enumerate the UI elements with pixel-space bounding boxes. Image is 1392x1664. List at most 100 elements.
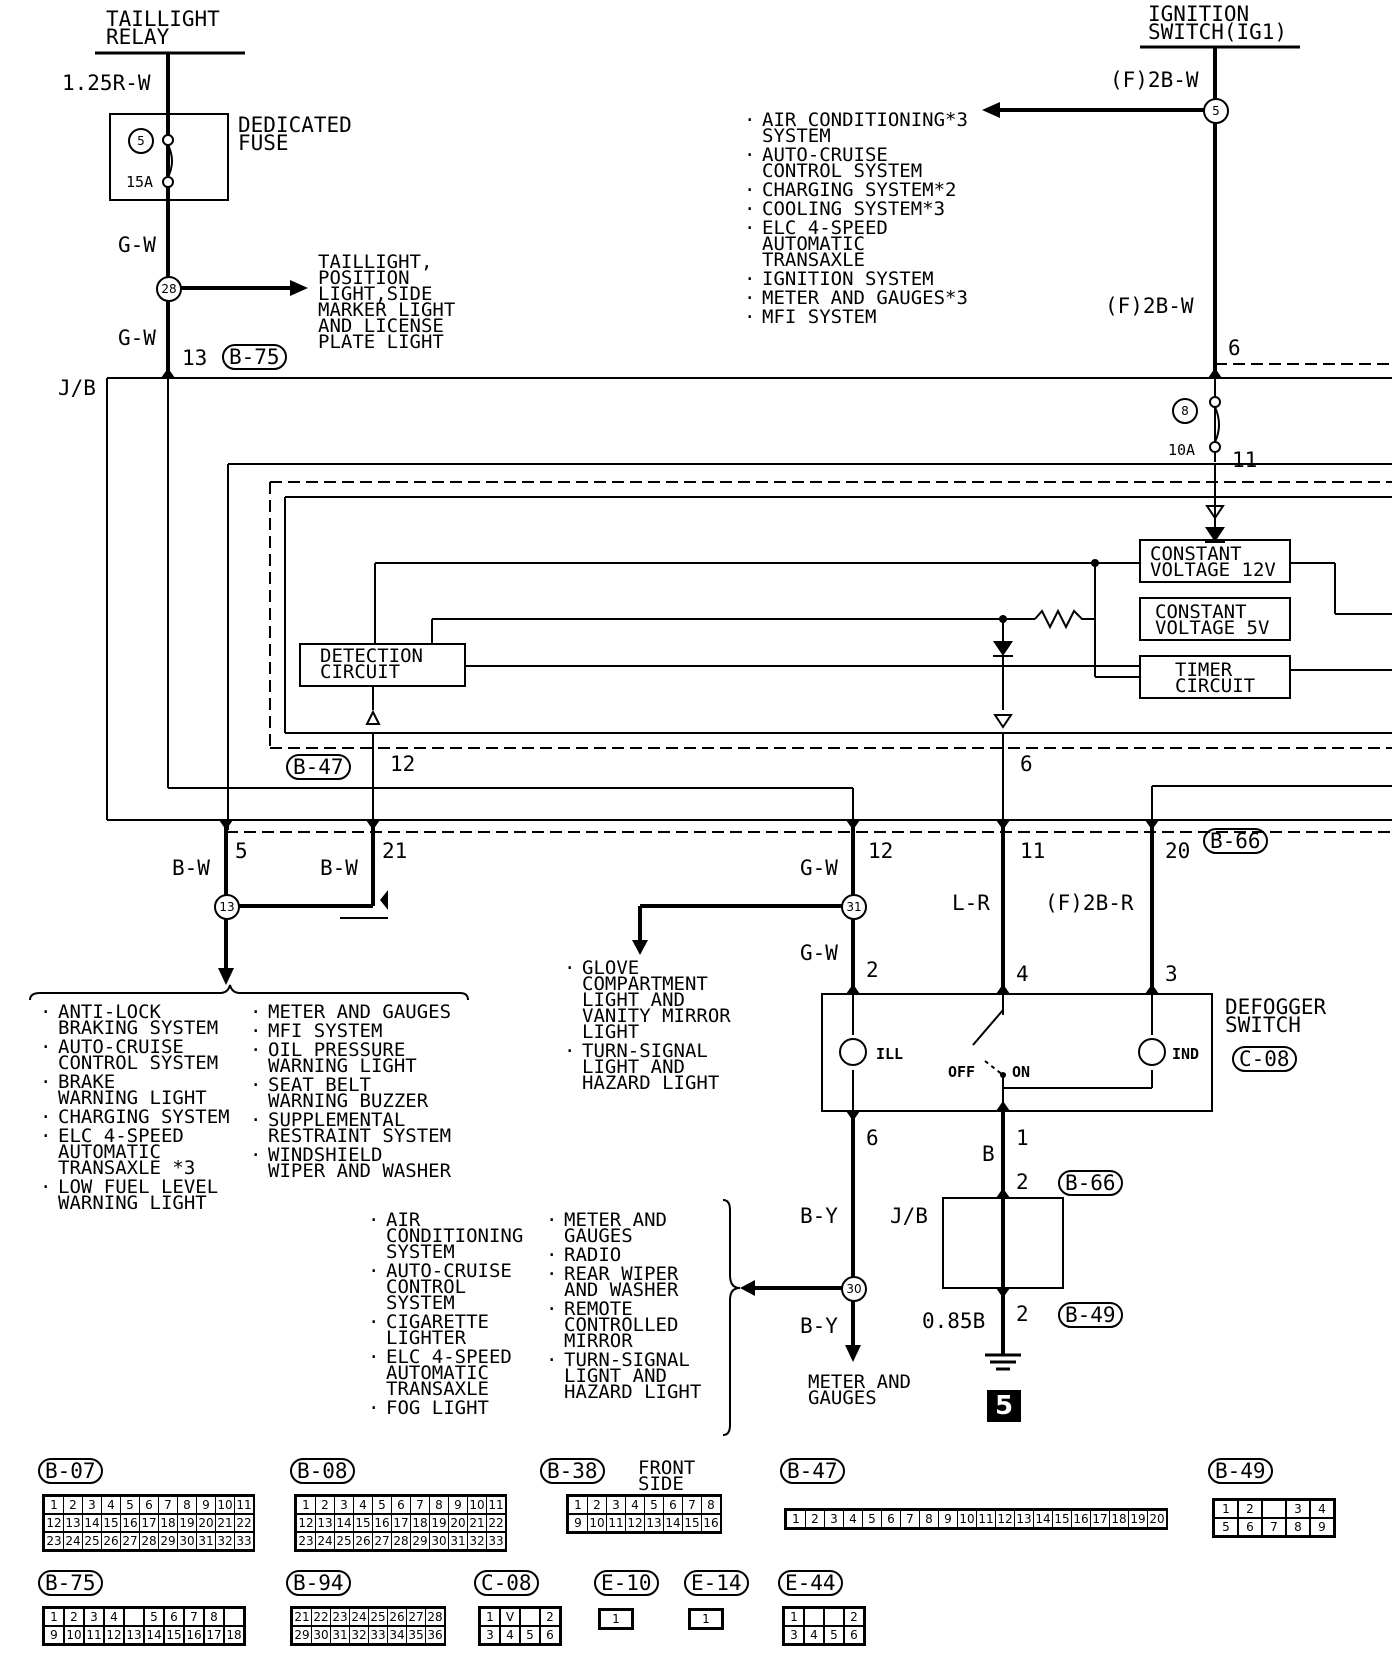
pin-13: 13 [182, 346, 208, 370]
wire-f2bw-b: (F)2B-W [1105, 294, 1194, 318]
by-src-item: FOG LIGHT [366, 1399, 523, 1418]
ig1-dest-item: ELC 4-SPEED AUTOMATIC TRANSAXLE [742, 219, 968, 270]
gw-dest-item: TURN-SIGNAL LIGHT AND HAZARD LIGHT [562, 1042, 731, 1093]
splice-30: 30 [841, 1276, 867, 1302]
splice-28: 28 [156, 276, 182, 302]
wire-bw-b: B-W [320, 856, 358, 880]
wire-b: B [982, 1142, 995, 1166]
pin-6-switch: 6 [866, 1126, 879, 1150]
taillight-destination: TAILLIGHT, POSITION LIGHT,SIDE MARKER LI… [318, 251, 456, 353]
fuse-8-amp: 10A [1168, 441, 1196, 459]
pin-2-b49: 2 [1016, 1302, 1029, 1326]
pin-20: 20 [1165, 839, 1191, 863]
pin-11: 11 [1020, 839, 1046, 863]
by-src-item: METER AND GAUGES [544, 1211, 701, 1246]
bw-dest-item: OIL PRESSURE WARNING LIGHT [248, 1041, 451, 1076]
ignition-switch-label: IGNITION SWITCH(IG1) [1148, 2, 1288, 44]
pin-12: 12 [868, 839, 894, 863]
connector-b47-ref: B-47 [286, 754, 351, 780]
by-src-item: CIGARETTE LIGHTER [366, 1313, 523, 1348]
gw-destination-list: GLOVE COMPARTMENT LIGHT AND VANITY MIRRO… [562, 959, 731, 1094]
bw-dest-item: ANTI-LOCK BRAKING SYSTEM [38, 1003, 230, 1038]
ind-label: IND [1172, 1045, 1200, 1063]
ig1-dest-item: CHARGING SYSTEM*2 [742, 181, 968, 200]
ig1-dest-item: IGNITION SYSTEM [742, 270, 968, 289]
wire-bw-a: B-W [172, 856, 210, 880]
ig1-destination-list: AIR CONDITIONING*3 SYSTEM AUTO-CRUISE CO… [742, 111, 968, 328]
ig1-dest-item: COOLING SYSTEM*3 [742, 200, 968, 219]
bw-dest-item: CHARGING SYSTEM [38, 1108, 230, 1127]
connector-b08-label: B-08 [290, 1458, 355, 1484]
bw-dest-item: WINDSHIELD WIPER AND WASHER [248, 1146, 451, 1181]
pin-6-top: 6 [1228, 336, 1241, 360]
by-source-list-1: AIR CONDITIONING SYSTEM AUTO-CRUISE CONT… [366, 1211, 523, 1419]
bw-dest-item: METER AND GAUGES [248, 1003, 451, 1022]
jb-label-b: J/B [890, 1204, 928, 1228]
ill-label: ILL [876, 1045, 904, 1063]
dedicated-fuse-label: DEDICATED FUSE [238, 113, 352, 155]
ig1-dest-item: AIR CONDITIONING*3 SYSTEM [742, 111, 968, 146]
splice-31: 31 [841, 894, 867, 920]
pin-2-switch: 2 [866, 958, 879, 982]
wire-gw-b: G-W [118, 326, 156, 350]
constant-voltage-5v: CONSTANT VOLTAGE 5V [1155, 601, 1270, 639]
defogger-switch-label: DEFOGGER SWITCH [1225, 995, 1327, 1037]
bw-dest-item: BRAKE WARNING LIGHT [38, 1073, 230, 1108]
pin-3-switch: 3 [1165, 962, 1178, 986]
ig1-dest-item: METER AND GAUGES*3 [742, 289, 968, 308]
on-label: ON [1012, 1063, 1031, 1081]
by-src-item: ELC 4-SPEED AUTOMATIC TRANSAXLE [366, 1348, 523, 1399]
splice-5: 5 [1203, 98, 1229, 124]
connector-b49-ref: B-49 [1058, 1302, 1123, 1328]
meter-gauges-destination: METER AND GAUGES [808, 1371, 911, 1409]
pin-21: 21 [382, 839, 408, 863]
gw-dest-item: GLOVE COMPARTMENT LIGHT AND VANITY MIRRO… [562, 959, 731, 1042]
wire-1-25rw: 1.25R-W [62, 71, 151, 95]
by-source-list-2: METER AND GAUGES RADIO REAR WIPER AND WA… [544, 1211, 701, 1403]
bw-dest-item: LOW FUEL LEVEL WARNING LIGHT [38, 1178, 230, 1213]
connector-e10-label: E-10 [594, 1570, 659, 1596]
jb-label: J/B [58, 376, 96, 400]
bw-dest-item: MFI SYSTEM [248, 1022, 451, 1041]
by-src-item: REMOTE CONTROLLED MIRROR [544, 1300, 701, 1351]
fuse-5-amp: 15A [126, 173, 154, 191]
connector-b66-ref-b: B-66 [1058, 1170, 1123, 1196]
connector-e44-label: E-44 [778, 1570, 843, 1596]
off-label: OFF [948, 1063, 976, 1081]
connector-b94-label: B-94 [286, 1570, 351, 1596]
bw-destination-list-1: ANTI-LOCK BRAKING SYSTEM AUTO-CRUISE CON… [38, 1003, 230, 1214]
connector-c08-ref: C-08 [1232, 1046, 1297, 1072]
bw-dest-item: AUTO-CRUISE CONTROL SYSTEM [38, 1038, 230, 1073]
wire-lr: L-R [952, 891, 990, 915]
connector-c08-label: C-08 [474, 1570, 539, 1596]
wire-gw-a: G-W [118, 233, 156, 257]
wire-gw-d: G-W [800, 941, 838, 965]
pin-1-switch: 1 [1016, 1126, 1029, 1150]
connector-b07-label: B-07 [38, 1458, 103, 1484]
by-src-item: AUTO-CRUISE CONTROL SYSTEM [366, 1262, 523, 1313]
front-side-label: FRONT SIDE [638, 1457, 696, 1495]
connector-b49-label: B-49 [1208, 1458, 1273, 1484]
connector-b75-label: B-75 [38, 1570, 103, 1596]
connector-b75-ref: B-75 [222, 344, 287, 370]
pin-6-mid: 6 [1020, 752, 1033, 776]
taillight-relay-label: TAILLIGHT RELAY [106, 7, 220, 49]
by-src-item: TURN-SIGNAL LIGNT AND HAZARD LIGHT [544, 1351, 701, 1402]
wire-085b: 0.85B [922, 1309, 986, 1333]
ig1-dest-item: MFI SYSTEM [742, 308, 968, 327]
bw-dest-item: SUPPLEMENTAL RESTRAINT SYSTEM [248, 1111, 451, 1146]
fuse-8-number: 8 [1172, 398, 1198, 424]
bw-dest-item: ELC 4-SPEED AUTOMATIC TRANSAXLE *3 [38, 1127, 230, 1178]
wire-gw-c: G-W [800, 856, 838, 880]
wire-by-a: B-Y [800, 1204, 838, 1228]
timer-circuit: TIMER CIRCUIT [1175, 659, 1256, 697]
pin-4-switch: 4 [1016, 962, 1029, 986]
pin-5: 5 [235, 839, 248, 863]
